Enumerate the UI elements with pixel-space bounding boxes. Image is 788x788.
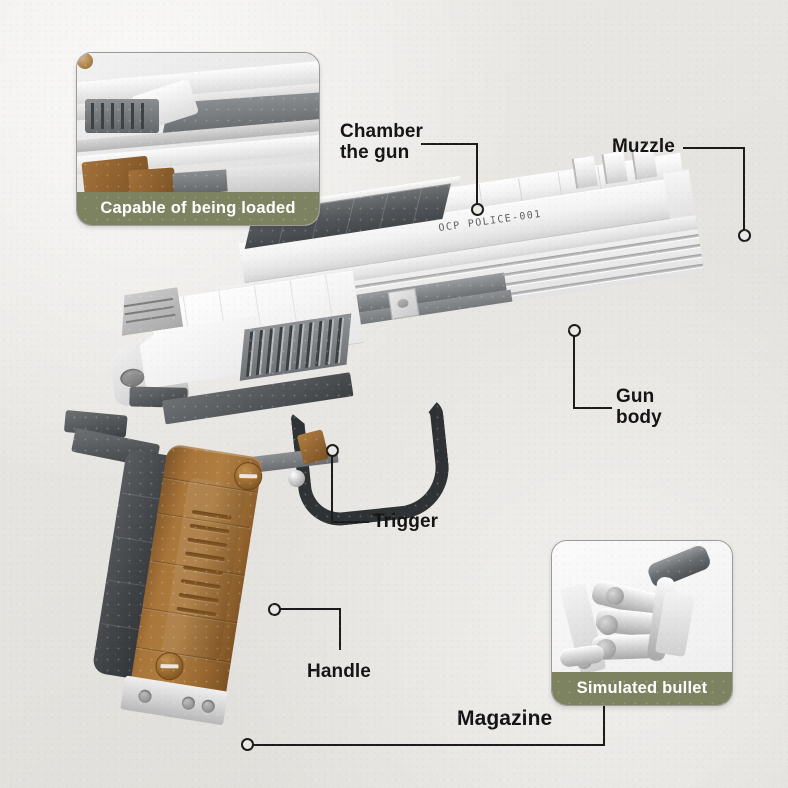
inset-card-loaded[interactable]: Capable of being loaded (76, 52, 320, 226)
callout-leader-handle-h (280, 608, 341, 610)
callout-leader-trigger-h (331, 521, 369, 523)
callout-leader-magazine-h (253, 744, 605, 746)
bullet-round (645, 542, 713, 590)
frame-pin-stud (387, 287, 420, 320)
callout-label-muzzle: Muzzle (612, 136, 675, 157)
callout-leader-muzzle-h (683, 147, 745, 149)
callout-leader-magazine-v (603, 700, 605, 744)
callout-leader-chamber-h (421, 143, 478, 145)
callout-leader-chamber-v (476, 143, 478, 205)
callout-label-handle: Handle (307, 661, 371, 682)
callout-label-gun-body: Gun body (616, 386, 662, 428)
callout-leader-muzzle-v (743, 147, 745, 231)
callout-leader-handle-v (339, 608, 341, 650)
callout-leader-gun-body-v (573, 336, 575, 409)
inset-caption-loaded: Capable of being loaded (77, 192, 319, 225)
muzzle-fin (573, 155, 599, 189)
inset-card-bullet[interactable]: Simulated bullet (551, 540, 733, 706)
callout-label-magazine: Magazine (457, 707, 553, 730)
gun-grip-assembly (87, 437, 267, 726)
callout-leader-trigger-v (331, 456, 333, 523)
callout-label-trigger: Trigger (373, 511, 439, 532)
pivot-ball (288, 470, 305, 487)
callout-leader-gun-body-h (573, 407, 612, 409)
inset-caption-bullet: Simulated bullet (552, 672, 732, 705)
callout-dot-chamber (471, 203, 484, 216)
callout-label-chamber: Chamber the gun (340, 121, 424, 163)
callout-dot-muzzle (738, 229, 751, 242)
